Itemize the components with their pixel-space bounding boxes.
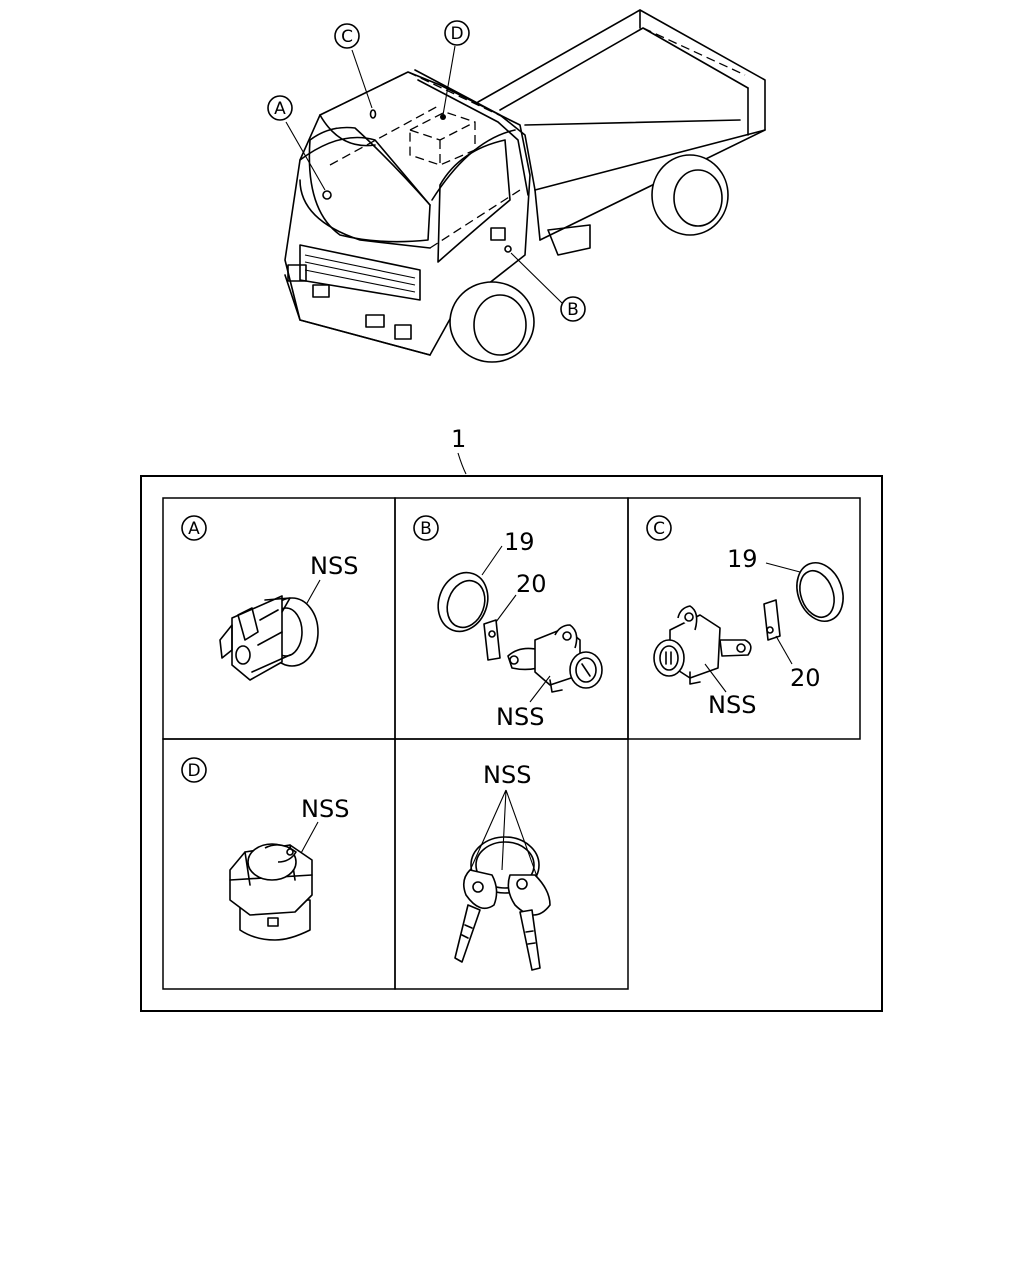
panel-a-nss-label: NSS bbox=[310, 552, 358, 580]
seal-ring-part bbox=[437, 571, 489, 633]
truck-illustration bbox=[284, 9, 766, 363]
callout-b: B bbox=[560, 296, 586, 322]
panel-b-letter: B bbox=[413, 515, 439, 541]
retainer-clip-part bbox=[763, 599, 781, 641]
svg-text:D: D bbox=[450, 24, 463, 44]
key-ring-and-keys-part bbox=[454, 836, 551, 971]
callout-d: D bbox=[444, 20, 470, 46]
svg-text:D: D bbox=[187, 761, 200, 781]
panel-b-ring-label: 19 bbox=[504, 528, 535, 556]
panel-c-frame bbox=[627, 497, 861, 740]
panel-d-letter: D bbox=[181, 757, 207, 783]
panel-c-clip-label: 20 bbox=[790, 664, 821, 692]
seal-ring-part bbox=[796, 562, 844, 622]
assembly-frame bbox=[140, 475, 883, 1012]
panel-d-nss-label: NSS bbox=[301, 795, 349, 823]
panel-d: D NSS bbox=[181, 757, 349, 941]
panel-keys: NSS bbox=[454, 761, 551, 971]
door-lock-cylinder-part bbox=[653, 605, 752, 685]
item-number: 1 bbox=[451, 425, 466, 453]
panel-keys-frame bbox=[394, 738, 629, 990]
ignition-lock-part bbox=[219, 595, 319, 681]
svg-text:A: A bbox=[188, 519, 200, 539]
callout-a: A bbox=[267, 95, 293, 121]
panel-b: B 19 20 NSS bbox=[413, 515, 603, 731]
panel-a: A NSS bbox=[181, 515, 358, 681]
fuel-cap-lock-part bbox=[229, 843, 313, 941]
svg-text:B: B bbox=[420, 519, 432, 539]
retainer-clip-part bbox=[483, 619, 501, 661]
truck-callout-leaders bbox=[285, 45, 563, 304]
svg-text:B: B bbox=[567, 300, 579, 320]
panel-b-nss-label: NSS bbox=[496, 703, 544, 731]
door-lock-cylinder-part bbox=[507, 624, 603, 693]
panel-b-clip-label: 20 bbox=[516, 570, 547, 598]
panel-c-nss-label: NSS bbox=[708, 691, 756, 719]
item-leader bbox=[457, 452, 467, 475]
svg-text:C: C bbox=[341, 27, 353, 47]
panel-a-letter: A bbox=[181, 515, 207, 541]
panel-c: C 19 20 NSS bbox=[646, 515, 844, 719]
panel-c-ring-label: 19 bbox=[727, 545, 758, 573]
callout-c: C bbox=[334, 23, 360, 49]
panel-keys-nss-label: NSS bbox=[483, 761, 531, 789]
panel-c-letter: C bbox=[646, 515, 672, 541]
svg-text:A: A bbox=[274, 99, 286, 119]
svg-text:C: C bbox=[653, 519, 665, 539]
